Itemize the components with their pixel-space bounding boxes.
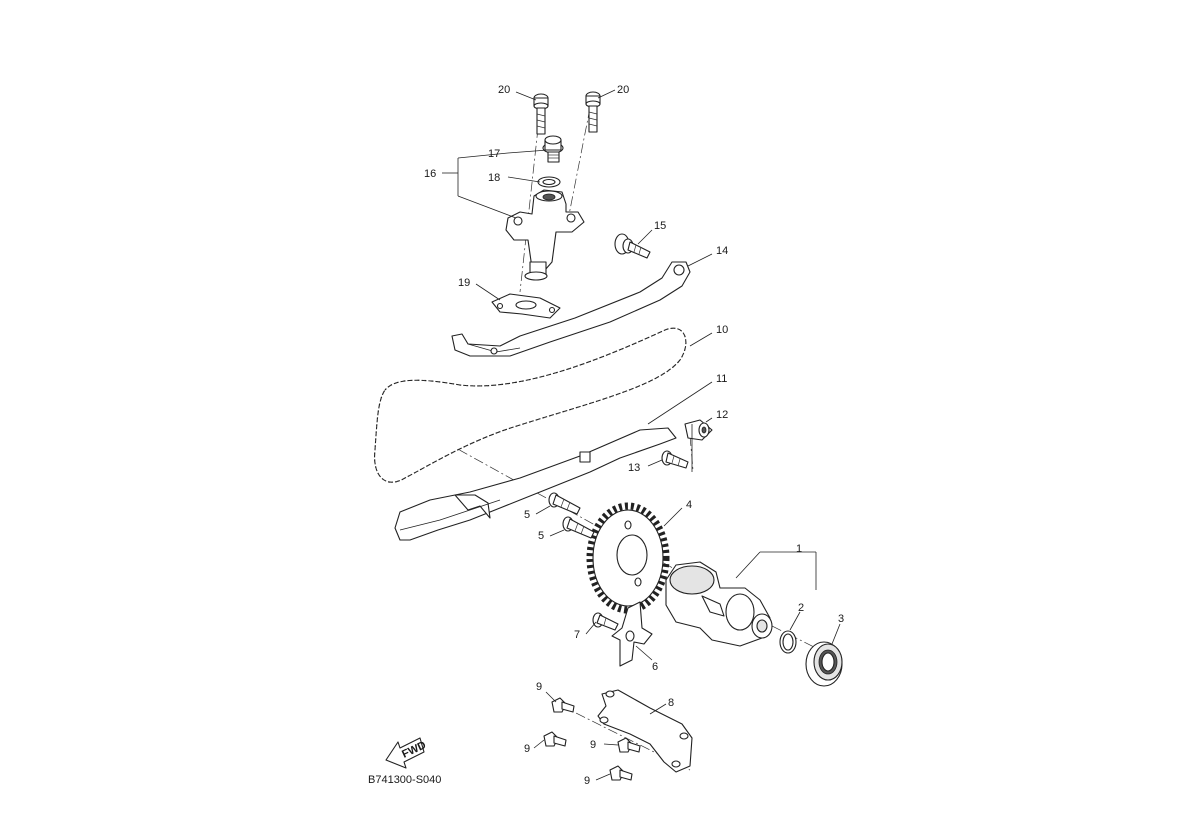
callout-5-lower: 5 [538, 530, 544, 542]
chain-guide-lower[interactable] [394, 427, 677, 541]
guide-collar[interactable] [684, 419, 713, 441]
callout-7: 7 [574, 629, 580, 641]
callout-13: 13 [628, 462, 640, 474]
chain-tensioner[interactable] [505, 189, 585, 281]
callout-9-d: 9 [584, 775, 590, 787]
bracket-bolt-b[interactable] [543, 731, 567, 747]
leader-lines [442, 89, 841, 781]
cam-sprocket[interactable] [586, 502, 670, 614]
tensioner-bolt-right[interactable] [585, 91, 601, 133]
callout-11: 11 [716, 373, 727, 385]
sprocket-bolt-upper[interactable] [548, 492, 581, 515]
callout-5-upper: 5 [524, 509, 530, 521]
callout-15: 15 [654, 220, 666, 232]
camshaft-o-ring[interactable] [779, 630, 797, 654]
forward-direction-arrow: FWD [385, 737, 428, 769]
guide-bolt[interactable] [661, 450, 689, 469]
callout-17: 17 [488, 148, 500, 160]
callout-14: 14 [716, 245, 728, 257]
callout-16: 16 [424, 168, 436, 180]
callout-numbers: 20 20 17 16 18 15 14 19 10 11 12 13 4 5 … [424, 84, 844, 787]
callout-19: 19 [458, 277, 470, 289]
tensioner-cap-bolt[interactable] [542, 135, 564, 163]
callout-20-left: 20 [498, 84, 510, 96]
callout-8: 8 [668, 697, 674, 709]
tensioner-gasket[interactable] [491, 293, 561, 319]
bracket-bolt-d[interactable] [609, 765, 633, 781]
camshaft-bearing[interactable] [805, 641, 843, 687]
plate-bolt[interactable] [592, 612, 619, 631]
callout-6: 6 [652, 661, 658, 673]
sprocket-bolt-lower[interactable] [562, 516, 595, 539]
camshaft[interactable] [665, 561, 773, 647]
callout-20-right: 20 [617, 84, 629, 96]
callout-10: 10 [716, 324, 728, 336]
callout-12: 12 [716, 409, 728, 421]
chain-guide-upper[interactable] [451, 261, 691, 357]
callout-4: 4 [686, 499, 692, 511]
tensioner-washer[interactable] [537, 176, 561, 188]
callout-9-b: 9 [524, 743, 530, 755]
callout-9-c: 9 [590, 739, 596, 751]
bracket-bolt-a[interactable] [551, 697, 575, 713]
bracket-bolt-c[interactable] [617, 737, 641, 753]
callout-2: 2 [798, 602, 804, 614]
diagram-code: B741300-S040 [368, 774, 441, 786]
tensioner-bolt-left[interactable] [533, 93, 549, 135]
timing-chain[interactable] [372, 325, 689, 485]
guide-pivot-bolt[interactable] [614, 233, 651, 259]
callout-1: 1 [796, 543, 802, 555]
callout-9-a: 9 [536, 681, 542, 693]
callout-18: 18 [488, 172, 500, 184]
camshaft-plate[interactable] [611, 601, 653, 667]
callout-3: 3 [838, 613, 844, 625]
